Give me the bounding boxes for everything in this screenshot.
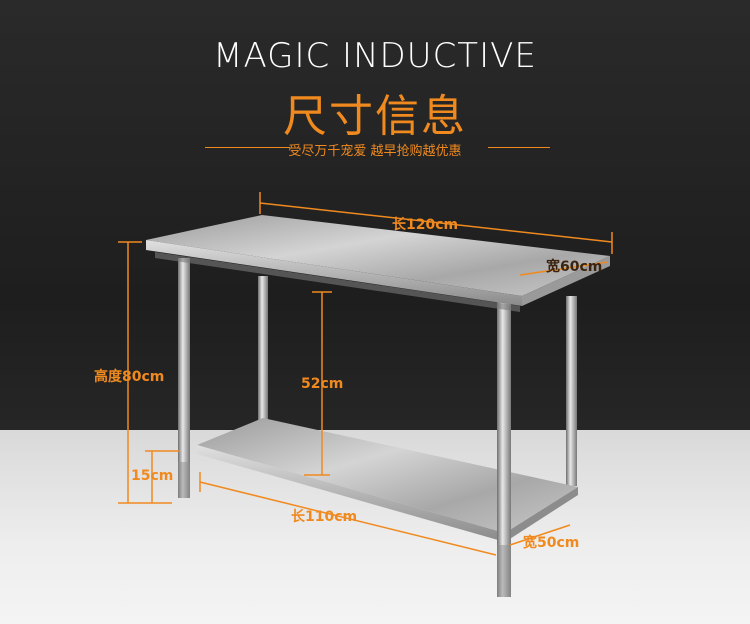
lower-shelf-side — [505, 487, 578, 542]
dim-height: 高度80cm — [94, 369, 165, 385]
back-left-leg — [258, 276, 268, 426]
table-top — [146, 215, 610, 296]
dim-shelf-length: 长110cm — [291, 509, 358, 525]
dim-top-length: 长120cm — [392, 217, 459, 233]
dim-shelf-gap: 52cm — [301, 376, 344, 392]
slogan-line-left — [205, 147, 290, 148]
slogan: 受尽万千宠爱 越早抢购越优惠 — [288, 144, 462, 159]
lower-shelf-edge — [197, 445, 505, 542]
dim-top-width: 宽60cm — [546, 259, 603, 275]
dim-shelf-width: 宽50cm — [523, 535, 580, 551]
slogan-line-right — [488, 147, 550, 148]
dim-foot-height: 15cm — [131, 468, 174, 484]
title-chinese: 尺寸信息 — [283, 91, 467, 142]
title-english: MAGIC INDUCTIVE — [213, 36, 537, 76]
front-left-leg — [178, 258, 190, 498]
table-top-front-edge — [146, 240, 522, 306]
front-right-leg — [497, 302, 511, 597]
lower-shelf — [197, 418, 578, 533]
back-right-leg — [566, 296, 577, 486]
table-top-side-edge — [522, 256, 610, 306]
